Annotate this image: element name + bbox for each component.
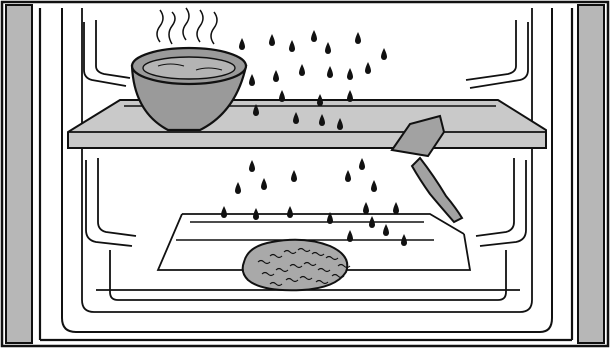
droplet	[355, 32, 361, 44]
steam-wisps	[157, 8, 217, 44]
droplet	[253, 208, 259, 220]
droplet	[235, 182, 241, 194]
droplet	[239, 38, 245, 50]
scraper-handle	[412, 158, 462, 222]
upper-right-rail	[466, 20, 528, 88]
droplet	[345, 170, 351, 182]
droplet	[359, 158, 365, 170]
droplet	[393, 202, 399, 214]
droplet	[249, 160, 255, 172]
droplet	[299, 64, 305, 76]
upper-left-rail	[84, 20, 130, 86]
burnt-spill	[243, 240, 350, 291]
droplet	[261, 178, 267, 190]
droplet	[327, 66, 333, 78]
droplet	[269, 34, 275, 46]
lower-left-rail	[86, 158, 136, 246]
droplet	[249, 74, 255, 86]
droplet	[273, 70, 279, 82]
upper-shelf	[68, 100, 546, 148]
droplet	[325, 42, 331, 54]
droplet	[347, 68, 353, 80]
droplet	[221, 206, 227, 218]
droplet	[289, 40, 295, 52]
droplet	[401, 234, 407, 246]
droplet	[311, 30, 317, 42]
droplet	[291, 170, 297, 182]
droplet	[363, 202, 369, 214]
droplet	[317, 94, 323, 106]
droplet	[287, 206, 293, 218]
left-side-panel	[6, 5, 32, 343]
droplet	[371, 180, 377, 192]
droplet	[347, 90, 353, 102]
lower-right-rail	[476, 158, 526, 246]
droplet	[347, 230, 353, 242]
droplet	[365, 62, 371, 74]
droplet	[381, 48, 387, 60]
right-side-panel	[578, 5, 604, 343]
oven-floor-back-line	[176, 222, 434, 240]
droplet	[383, 224, 389, 236]
droplet	[369, 216, 375, 228]
bowl-liquid	[143, 57, 235, 79]
droplet	[279, 90, 285, 102]
